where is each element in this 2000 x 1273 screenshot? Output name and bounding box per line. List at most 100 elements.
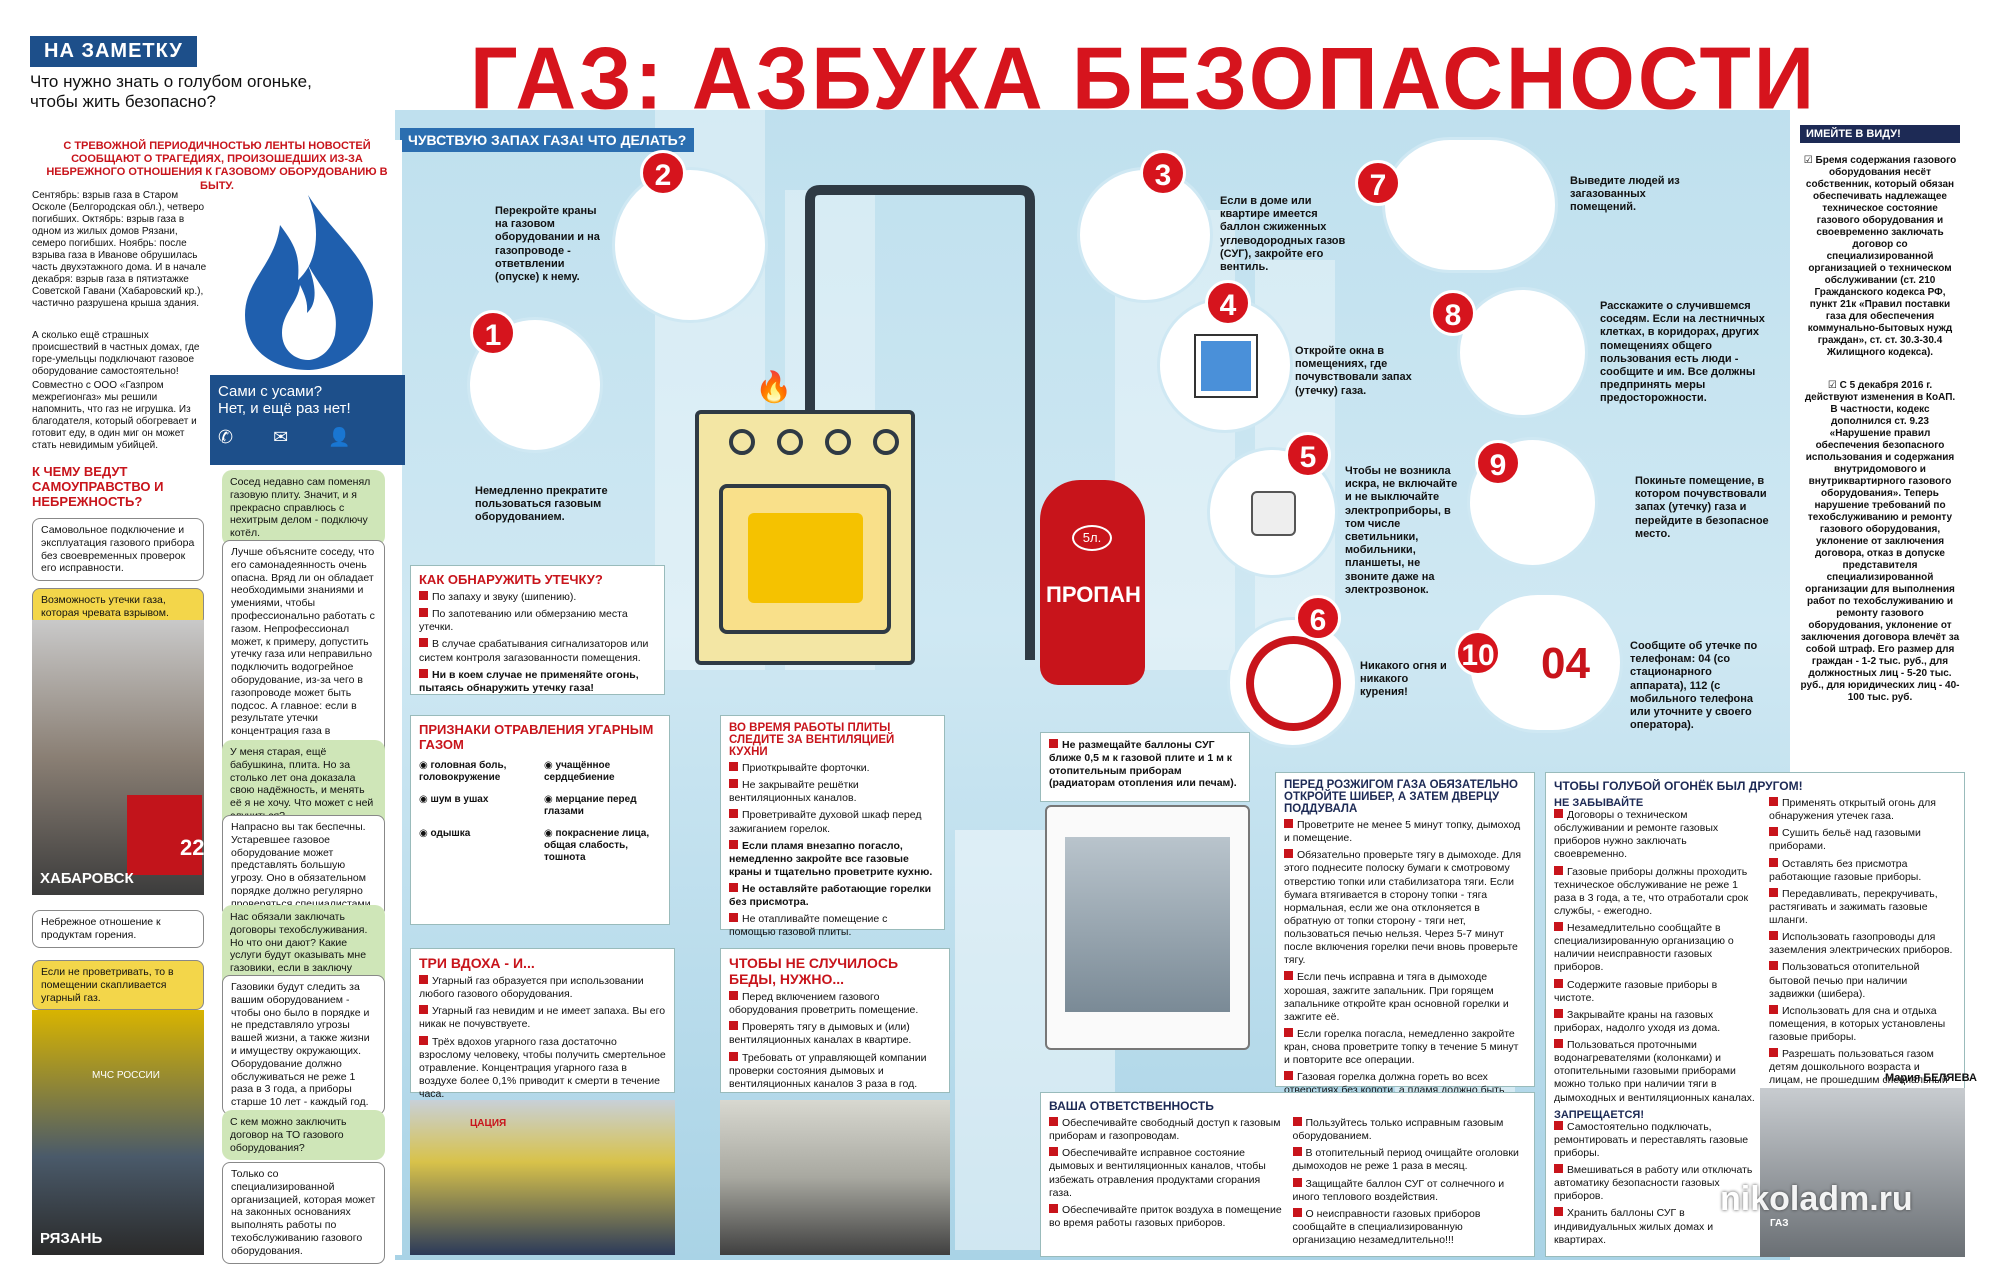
left-bubble-4: Если не проветривать, то в помещении ска… xyxy=(32,960,204,1011)
remember-item: Газовые приборы должны проходить техниче… xyxy=(1554,865,1749,917)
step-7-text: Выведите людей из загазованных помещений… xyxy=(1570,175,1680,214)
responsibility-item: Защищайте баллон СУГ от солнечного и ино… xyxy=(1292,1177,1505,1203)
fire-truck xyxy=(127,795,202,875)
leak-box: КАК ОБНАРУЖИТЬ УТЕЧКУ? По запаху и звуку… xyxy=(410,565,665,695)
forbidden-item: Самостоятельно подключать, ремонтировать… xyxy=(1554,1120,1749,1159)
trouble-item: Требовать от управляющей компании провер… xyxy=(729,1051,927,1090)
boiler-illustration xyxy=(1045,805,1250,1050)
step-3-number: 3 xyxy=(1140,150,1186,196)
breaths-box: ТРИ ВДОХА - И... Угарный газ образуется … xyxy=(410,948,675,1100)
forbidden-item: Применять открытый огонь для обнаружения… xyxy=(1769,797,1936,823)
ignition-item: Обязательно проверьте тягу в дымоходе. Д… xyxy=(1284,849,1522,967)
header-subtitle: Что нужно знать о голубом огоньке, чтобы… xyxy=(30,72,312,112)
right-p1: ☑ Бремя содержания газового оборудования… xyxy=(1800,155,1960,359)
step-3-text: Если в доме или квартире имеется баллон … xyxy=(1220,195,1346,273)
gas-stove xyxy=(695,410,915,665)
question-head: К ЧЕМУ ВЕДУТ САМОУПРАВСТВО И НЕБРЕЖНОСТЬ… xyxy=(32,464,164,509)
step-1-text: Немедленно прекратите пользоваться газов… xyxy=(475,485,608,524)
trouble-item: Проверять тягу в дымовых и (или) вентиля… xyxy=(729,1021,912,1047)
headache-icon: ◉ xyxy=(419,760,431,771)
eye-icon: ◉ xyxy=(544,794,556,805)
face-icon: ◉ xyxy=(544,828,556,839)
ignition-head: ПЕРЕД РОЗЖИГОМ ГАЗА ОБЯЗАТЕЛЬНО ОТКРОЙТЕ… xyxy=(1284,779,1519,815)
ambulance-label: МЧС РОССИИ xyxy=(92,1070,160,1081)
right-head: ИМЕЙТЕ В ВИДУ! xyxy=(1800,125,1960,143)
flame-icon xyxy=(210,185,405,375)
responsibility-item: Пользуйтесь только исправным газовым обо… xyxy=(1292,1117,1504,1143)
leak-item: По запотеванию или обмерзанию места утеч… xyxy=(419,608,628,634)
left-bubble-3: Небрежное отношение к продуктам горения. xyxy=(32,910,204,948)
propane-cylinder: 5л. ПРОПАН xyxy=(1040,480,1145,685)
forbidden-item: Хранить баллоны СУГ в индивидуальных жил… xyxy=(1554,1207,1714,1246)
dialogue-8: Только со специализированной организацие… xyxy=(222,1162,385,1264)
responsibility-item: Обеспечивайте исправное состояние дымовы… xyxy=(1049,1147,1266,1199)
ignition-item: Проветрите не менее 5 минут топку, дымох… xyxy=(1284,819,1521,845)
ignition-box: ПЕРЕД РОЗЖИГОМ ГАЗА ОБЯЗАТЕЛЬНО ОТКРОЙТЕ… xyxy=(1275,772,1535,1110)
step-6-text: Никакого огня и никакого курения! xyxy=(1360,660,1447,699)
leak-warning: Ни в коем случае не применяйте огонь, пы… xyxy=(419,668,639,694)
trouble-box: ЧТОБЫ НЕ СЛУЧИЛОСЬ БЕДЫ, НУЖНО... Перед … xyxy=(720,948,950,1093)
ryazan-caption: РЯЗАНЬ xyxy=(40,1230,103,1247)
forbidden-item: Передавливать, перекручивать, растягиват… xyxy=(1769,887,1938,926)
poison-head: ПРИЗНАКИ ОТРАВЛЕНИЯ УГАРНЫМ ГАЗОМ xyxy=(419,722,654,752)
right-p2: ☑ С 5 декабря 2016 г. действуют изменени… xyxy=(1800,380,1960,704)
smell-head: ЧУВСТВУЮ ЗАПАХ ГАЗА! ЧТО ДЕЛАТЬ? xyxy=(400,128,695,152)
watermark: nikoladm.ru xyxy=(1720,1180,1913,1218)
trouble-item: Перед включением газового оборудования п… xyxy=(729,991,919,1017)
responsibility-item: В отопительный период очищайте оголовки … xyxy=(1292,1147,1519,1173)
remember-item: Договоры о техническом обслуживании и ре… xyxy=(1554,809,1719,861)
breaths-item: Угарный газ образуется при использовании… xyxy=(419,975,644,1001)
stove-box: ВО ВРЕМЯ РАБОТЫ ПЛИТЫ СЛЕДИТЕ ЗА ВЕНТИЛЯ… xyxy=(720,715,945,938)
cylinder-note-text: Не размещайте баллоны СУГ ближе 0,5 м к … xyxy=(1049,739,1237,790)
step-2-illustration xyxy=(615,170,765,320)
stove-item: Не отапливайте помещение с помощью газов… xyxy=(729,913,888,939)
step-9-illustration xyxy=(1470,440,1595,565)
oven-door xyxy=(719,484,891,634)
forbidden-item: Разрешать пользоваться газом детям дошко… xyxy=(1769,1048,1948,1099)
burner-flame-icon: 🔥 xyxy=(755,371,793,404)
khabarovsk-photo: 22 ХАБАРОВСК xyxy=(32,620,204,895)
breaths-item: Трёх вдохов угарного газа достаточно взр… xyxy=(419,1035,666,1101)
step-2-number: 2 xyxy=(640,150,686,196)
responsibility-box: ВАША ОТВЕТСТВЕННОСТЬ Обеспечивайте свобо… xyxy=(1040,1092,1535,1257)
step-7-illustration xyxy=(1385,140,1555,270)
step-10-text: Сообщите об утечке по телефонам: 04 (со … xyxy=(1630,640,1758,732)
breaths-item: Угарный газ невидим и не имеет запаха. В… xyxy=(419,1005,666,1031)
promo-line-1: Сами с усами? xyxy=(218,383,323,400)
forbidden-item: Вмешиваться в работу или отключать автом… xyxy=(1554,1164,1753,1203)
forbidden-item: Сушить бельё над газовыми приборами. xyxy=(1769,827,1921,853)
forbidden-item: Использовать для сна и отдыха помещения,… xyxy=(1769,1004,1946,1043)
leak-item: По запаху и звуку (шипению). xyxy=(432,591,577,603)
forbidden-head: ЗАПРЕЩАЕТСЯ! xyxy=(1554,1108,1644,1121)
window-icon xyxy=(1194,334,1258,398)
responsibility-item: Обеспечивайте свободный доступ к газовым… xyxy=(1049,1117,1281,1143)
dialogue-3: У меня старая, ещё бабушкина, плита. Но … xyxy=(222,740,385,829)
trouble-head: ЧТОБЫ НЕ СЛУЧИЛОСЬ БЕДЫ, НУЖНО... xyxy=(729,955,899,987)
checkbox-icon: ☑ xyxy=(1803,155,1816,166)
heartbeat-icon: ◉ xyxy=(544,760,556,771)
forbidden-item: Использовать газопроводы для заземления … xyxy=(1769,931,1953,957)
remember-item: Пользоваться проточными водонагревателям… xyxy=(1554,1039,1755,1104)
remember-head: НЕ ЗАБЫВАЙТЕ xyxy=(1554,797,1644,809)
step-6-illustration xyxy=(1230,620,1355,745)
technician-photo xyxy=(720,1100,950,1255)
poison-sign: головная боль, головокружение xyxy=(419,760,507,783)
van-label: ГАЗ xyxy=(1770,1218,1789,1229)
poison-sign: одышка xyxy=(430,828,471,839)
propane-label: ПРОПАН xyxy=(1046,582,1141,607)
ear-icon: ◉ xyxy=(419,794,431,805)
intro-text: Сентябрь: взрыв газа в Старом Осколе (Бе… xyxy=(32,190,207,309)
phone-icon: ✆ xyxy=(218,427,234,447)
leak-head: КАК ОБНАРУЖИТЬ УТЕЧКУ? xyxy=(419,572,603,587)
stove-item: Приоткрывайте форточки. xyxy=(742,762,870,774)
truck-number: 22 xyxy=(180,835,204,860)
stove-item: Не закрывайте решётки вентиляционных кан… xyxy=(729,779,859,805)
intro-text-3: Совместно с ООО «Газпром межрегионгаз» м… xyxy=(32,380,197,451)
no-smoking-icon xyxy=(1246,636,1341,731)
rescuers-photo: ЦАЦИЯ xyxy=(410,1100,675,1255)
responsibility-item: О неисправности газовых приборов сообщай… xyxy=(1292,1207,1481,1246)
step-5-number: 5 xyxy=(1285,432,1331,478)
stove-head: ВО ВРЕМЯ РАБОТЫ ПЛИТЫ СЛЕДИТЕ ЗА ВЕНТИЛЯ… xyxy=(729,722,895,758)
dialogue-2: Лучше объясните соседу, что его самонаде… xyxy=(222,540,385,770)
right-p2-text: С 5 декабря 2016 г. действуют изменения … xyxy=(1800,380,1960,703)
